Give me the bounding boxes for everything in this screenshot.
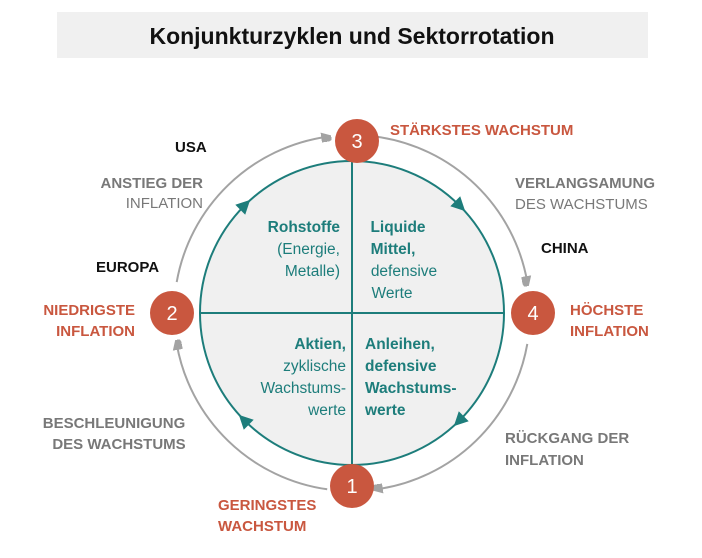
phase-number: 1 bbox=[346, 476, 357, 498]
quadrant-text: werte bbox=[307, 402, 346, 419]
phase-label: INFLATION bbox=[570, 323, 649, 340]
transition-label: ANSTIEG DER bbox=[100, 175, 203, 192]
phase-number: 3 bbox=[351, 131, 362, 153]
diagram-title: Konjunkturzyklen und Sektorrotation bbox=[149, 23, 554, 49]
quadrant-text: Mittel, bbox=[371, 241, 416, 258]
phase-node-2: 2 bbox=[150, 291, 194, 335]
phase-node-1: 1 bbox=[330, 464, 374, 508]
phase-node-3: 3 bbox=[335, 119, 379, 163]
quadrant-text: Anleihen, bbox=[365, 336, 435, 353]
phase-number: 4 bbox=[527, 303, 538, 325]
quadrant-text: (Energie, bbox=[277, 241, 340, 258]
transition-label: INFLATION bbox=[505, 452, 584, 469]
transition-label: DES WACHSTUMS bbox=[515, 196, 648, 213]
region-label-china: CHINA bbox=[541, 240, 589, 257]
title-background bbox=[57, 12, 648, 58]
quadrant-text: werte bbox=[364, 402, 406, 419]
quadrant-text: Aktien, bbox=[294, 336, 346, 353]
transition-label: VERLANGSAMUNG bbox=[515, 175, 655, 192]
phase-label: INFLATION bbox=[56, 323, 135, 340]
quadrant-text: Wachstums- bbox=[260, 380, 346, 397]
arrow-phase1-to-2 bbox=[177, 344, 328, 491]
phase-label: NIEDRIGSTE bbox=[43, 302, 135, 319]
phase-label: WACHSTUM bbox=[218, 518, 306, 535]
quadrant-text: Rohstoffe bbox=[268, 219, 341, 236]
transition-label: INFLATION bbox=[126, 195, 203, 212]
transition-label: BESCHLEUNIGUNG bbox=[43, 415, 186, 432]
phase-label: STÄRKSTES WACHSTUM bbox=[390, 122, 573, 139]
quadrant-text: defensive bbox=[371, 263, 437, 280]
quadrant-top-left: Rohstoffe (Energie, Metalle) bbox=[268, 219, 341, 280]
quadrant-top-right: Liquide Mittel, defensive Werte bbox=[370, 219, 437, 302]
phase-label: HÖCHSTE bbox=[570, 302, 643, 319]
phase-number: 2 bbox=[166, 303, 177, 325]
arrow-phase2-to-3 bbox=[175, 137, 328, 283]
quadrant-text: Metalle) bbox=[285, 263, 340, 280]
quadrant-text: Wachstums- bbox=[365, 380, 457, 397]
quadrant-bottom-left: Aktien, zyklische Wachstums- werte bbox=[260, 336, 346, 419]
quadrant-bottom-right: Anleihen, defensive Wachstums- werte bbox=[364, 336, 457, 419]
phase-label: GERINGSTES bbox=[218, 497, 316, 514]
quadrant-text: defensive bbox=[365, 358, 437, 375]
region-label-europe: EUROPA bbox=[96, 259, 159, 276]
phase-node-4: 4 bbox=[511, 291, 555, 335]
quadrant-text: Werte bbox=[371, 285, 412, 302]
transition-label: RÜCKGANG DER bbox=[505, 430, 629, 447]
region-label-usa: USA bbox=[175, 139, 207, 156]
quadrant-text: zyklische bbox=[283, 358, 346, 375]
arrow-phase3-to-4 bbox=[376, 135, 528, 282]
arrow-phase4-to-1 bbox=[377, 343, 529, 489]
quadrant-text: Liquide bbox=[370, 219, 425, 236]
transition-label: DES WACHSTUMS bbox=[52, 436, 185, 453]
